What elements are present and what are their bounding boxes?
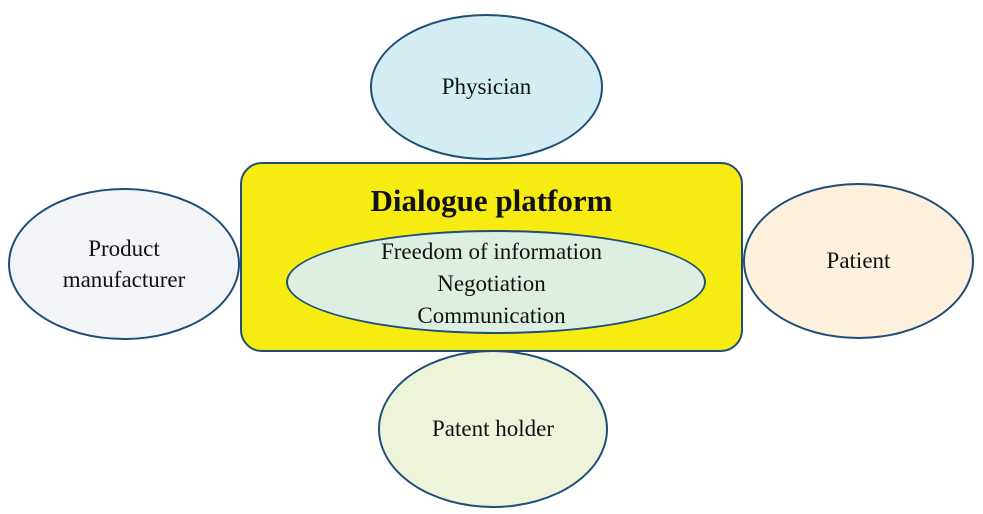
platform-item-freedom-of-information: Freedom of information bbox=[380, 239, 602, 264]
product-manufacturer-node: Product manufacturer bbox=[8, 188, 240, 340]
platform-item-communication: Communication bbox=[417, 303, 566, 328]
platform-item-negotiation: Negotiation bbox=[437, 271, 546, 296]
physician-label: Physician bbox=[441, 74, 532, 100]
physician-node: Physician bbox=[370, 14, 603, 160]
patent-holder-label: Patent holder bbox=[432, 416, 554, 442]
product-manufacturer-label: Product manufacturer bbox=[63, 233, 186, 295]
platform-inner-ellipse bbox=[286, 230, 706, 334]
product-manufacturer-label-line-2: manufacturer bbox=[62, 267, 186, 292]
dialogue-platform-box: Dialogue platform Freedom of information… bbox=[240, 162, 743, 352]
product-manufacturer-label-line-1: Product bbox=[88, 235, 160, 261]
patient-label: Patient bbox=[826, 248, 891, 274]
platform-items: Freedom of information Negotiation Commu… bbox=[242, 236, 741, 332]
patent-holder-node: Patent holder bbox=[378, 350, 608, 508]
patient-node: Patient bbox=[743, 183, 974, 339]
dialogue-platform-title: Dialogue platform bbox=[370, 183, 613, 218]
